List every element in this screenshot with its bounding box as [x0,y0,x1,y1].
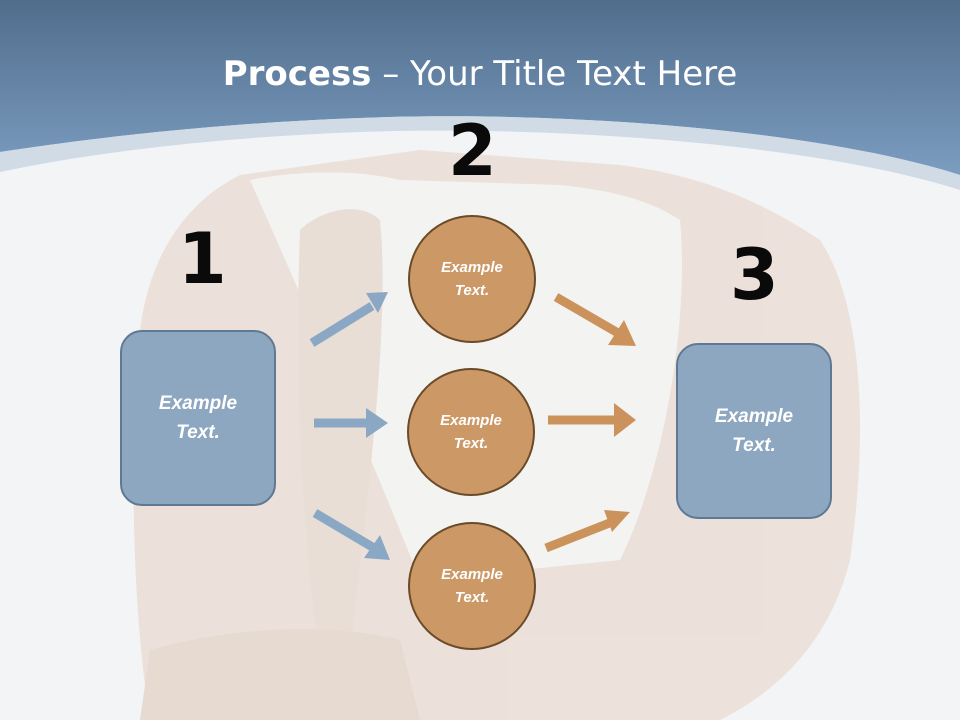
step-2-circle-bottom-text: Example Text. [441,566,503,606]
arrow-1-to-2-top [309,292,388,347]
step-number-1: 1 [178,218,227,300]
blue-arrows [309,292,390,560]
arrow-2-to-3-bottom [544,510,630,553]
title-bold: Process [222,54,372,94]
step-1-box: Example Text. [120,330,276,506]
title-rest: – Your Title Text Here [371,54,738,94]
step-2-circle-top-text: Example Text. [441,259,503,299]
step-1-text: Example Text. [158,393,238,443]
arrow-1-to-2-middle [314,408,388,438]
step-3-box: Example Text. [676,343,832,519]
step-number-3: 3 [730,234,779,316]
arrow-1-to-2-bottom [312,509,390,560]
header-band [0,0,960,175]
step-2-circle-middle-text: Example Text. [440,412,502,452]
step-number-2: 2 [448,110,497,192]
arrow-2-to-3-top [553,293,636,346]
step-3-text: Example Text. [714,406,794,456]
step-2-circle-middle: Example Text. [407,368,535,496]
step-2-circle-top: Example Text. [408,215,536,343]
header-swoosh [0,116,960,190]
slide-title: Process – Your Title Text Here [0,54,960,94]
arrow-2-to-3-middle [548,403,636,437]
step-2-circle-bottom: Example Text. [408,522,536,650]
orange-arrows [544,293,636,553]
